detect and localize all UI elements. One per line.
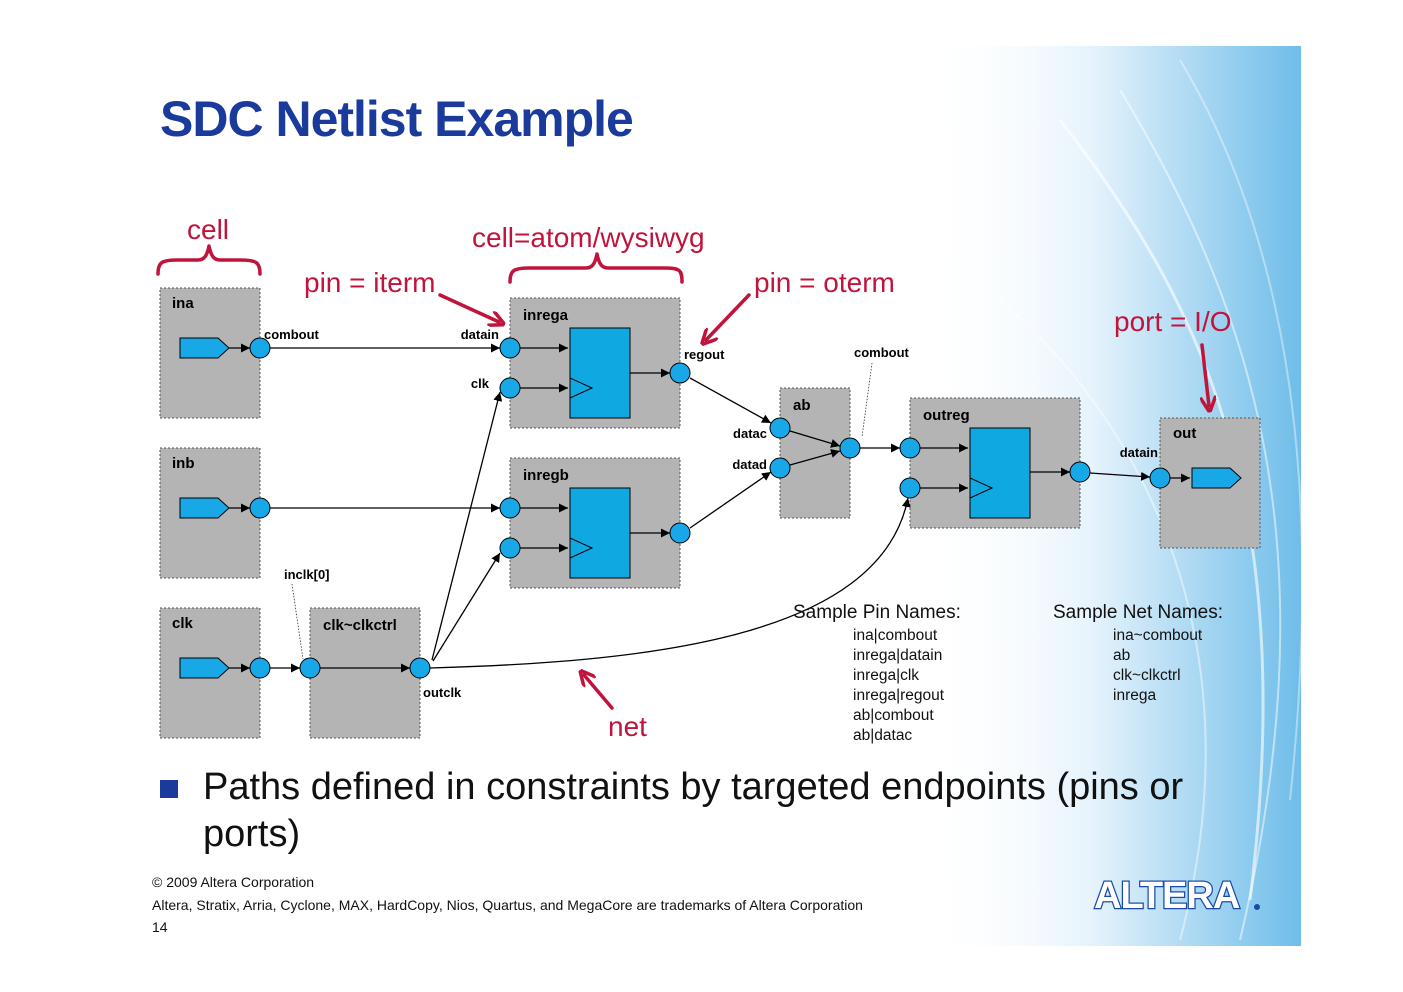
- footer-copyright: © 2009 Altera Corporation: [152, 874, 315, 890]
- pin-label-combout: combout: [264, 327, 320, 342]
- clock-triangle-icon: [969, 477, 994, 499]
- pin-inregb-regout: [669, 522, 691, 544]
- annotation-net: net: [608, 711, 647, 742]
- annotation-pin-oterm: pin = oterm: [754, 267, 895, 298]
- list-item: inrega|regout: [853, 687, 945, 704]
- bullet-text: Paths defined in constraints by targeted…: [203, 766, 1184, 855]
- cell-clkctrl-box: [309, 607, 421, 739]
- pin-inregb-clk: [499, 537, 521, 559]
- list-item: ab|datac: [853, 727, 913, 744]
- pin-clk-combout: [249, 657, 271, 679]
- net-inrega-regout: [689, 377, 772, 424]
- net-clkctrl-to-inrega: [431, 391, 503, 661]
- list-item: inrega|datain: [853, 647, 943, 664]
- list-item: ina|combout: [853, 627, 938, 644]
- cell-label-inb: inb: [172, 455, 195, 472]
- list-item: ab: [1113, 647, 1131, 664]
- net-inregb-regout: [689, 471, 772, 529]
- list-item: clk~clkctrl: [1113, 667, 1181, 684]
- list-item: ab|combout: [853, 707, 934, 724]
- pin-ab-datad: [769, 457, 791, 479]
- pin-label-datad: datad: [732, 457, 767, 472]
- input-port-icon: [179, 497, 230, 519]
- annotation-cell-atom: cell=atom/wysiwyg: [472, 222, 705, 253]
- arrow-pin-oterm: [706, 293, 751, 340]
- pin-outreg-regout: [1069, 461, 1091, 483]
- cell-label-outreg: outreg: [923, 407, 970, 424]
- pin-inrega-clk: [499, 377, 521, 399]
- register-inregb: [569, 487, 631, 579]
- pin-clkctrl-outclk: [409, 657, 431, 679]
- logo-text: ALTERA: [1094, 875, 1240, 916]
- pin-inb-combout: [249, 497, 271, 519]
- annotation-pin-iterm: pin = iterm: [304, 267, 436, 298]
- input-port-icon: [179, 337, 230, 359]
- clock-triangle-icon: [569, 377, 594, 399]
- footer-trademarks: Altera, Stratix, Arria, Cyclone, MAX, Ha…: [152, 897, 863, 913]
- pin-label-datain-out: datain: [1120, 445, 1158, 460]
- pin-outreg-clk: [899, 477, 921, 499]
- cell-label-inrega: inrega: [523, 307, 569, 324]
- sample-net-list: ina~combout ab clk~clkctrl inrega: [1113, 626, 1202, 706]
- output-port-icon: [1191, 467, 1242, 489]
- pin-label-datac: datac: [733, 426, 767, 441]
- register-outreg: [969, 427, 1031, 519]
- annotation-port-io: port = I/O: [1114, 306, 1232, 337]
- page-number: 14: [152, 919, 168, 935]
- logo-registered-icon: [1254, 904, 1260, 910]
- net-clkctrl-to-outreg: [429, 497, 911, 669]
- pin-ab-datac: [769, 417, 791, 439]
- leader-combout-ab: [861, 362, 873, 438]
- annotation-cell: cell: [187, 214, 229, 245]
- net-clkctrl-to-inregb: [432, 552, 501, 662]
- bullet-square-icon: [160, 780, 178, 798]
- input-port-icon: [179, 657, 230, 679]
- wire-ab-datad: [789, 449, 841, 466]
- pin-inrega-datain: [499, 337, 521, 359]
- cell-label-inregb: inregb: [523, 467, 569, 484]
- pin-label-regout: regout: [684, 347, 725, 362]
- pin-inregb-datain: [499, 497, 521, 519]
- list-item: inrega: [1113, 687, 1157, 704]
- pin-label-clk: clk: [471, 376, 490, 391]
- slide-title: SDC Netlist Example: [160, 91, 634, 147]
- altera-logo: ALTERA: [1093, 874, 1260, 916]
- list-item: ina~combout: [1113, 627, 1203, 644]
- cell-label-clkctrl: clk~clkctrl: [323, 617, 397, 634]
- cell-label-ina: ina: [172, 295, 194, 312]
- net-outreg-regout: [1089, 471, 1151, 481]
- pin-label-datain: datain: [461, 327, 499, 342]
- pin-label-combout-ab: combout: [854, 345, 910, 360]
- pin-inrega-regout: [669, 362, 691, 384]
- pin-label-inclk: inclk[0]: [284, 567, 330, 582]
- sample-pin-heading: Sample Pin Names:: [793, 602, 961, 623]
- sample-net-heading: Sample Net Names:: [1053, 602, 1224, 623]
- pin-clkctrl-inclk: [299, 657, 321, 679]
- clock-triangle-icon: [569, 537, 594, 559]
- cell-label-clk: clk: [172, 615, 194, 632]
- sample-pin-list: ina|combout inrega|datain inrega|clk inr…: [853, 626, 944, 746]
- cell-label-ab: ab: [793, 397, 811, 414]
- cell-atom-brace: [508, 252, 684, 284]
- arrow-net: [584, 675, 614, 710]
- arrow-pin-iterm: [438, 293, 499, 322]
- pin-ab-combout: [839, 437, 861, 459]
- cell-brace: [156, 244, 262, 276]
- cell-label-out: out: [1173, 425, 1196, 442]
- pin-ina-combout: [249, 337, 271, 359]
- register-inrega: [569, 327, 631, 419]
- pin-label-outclk: outclk: [423, 685, 462, 700]
- list-item: inrega|clk: [853, 667, 920, 684]
- pin-out-datain: [1149, 467, 1171, 489]
- leader-inclk: [291, 583, 304, 660]
- cell-ab-box: [779, 387, 851, 519]
- pin-outreg-datain: [899, 437, 921, 459]
- arrow-port-io: [1202, 343, 1209, 406]
- wire-ab-datac: [789, 430, 841, 448]
